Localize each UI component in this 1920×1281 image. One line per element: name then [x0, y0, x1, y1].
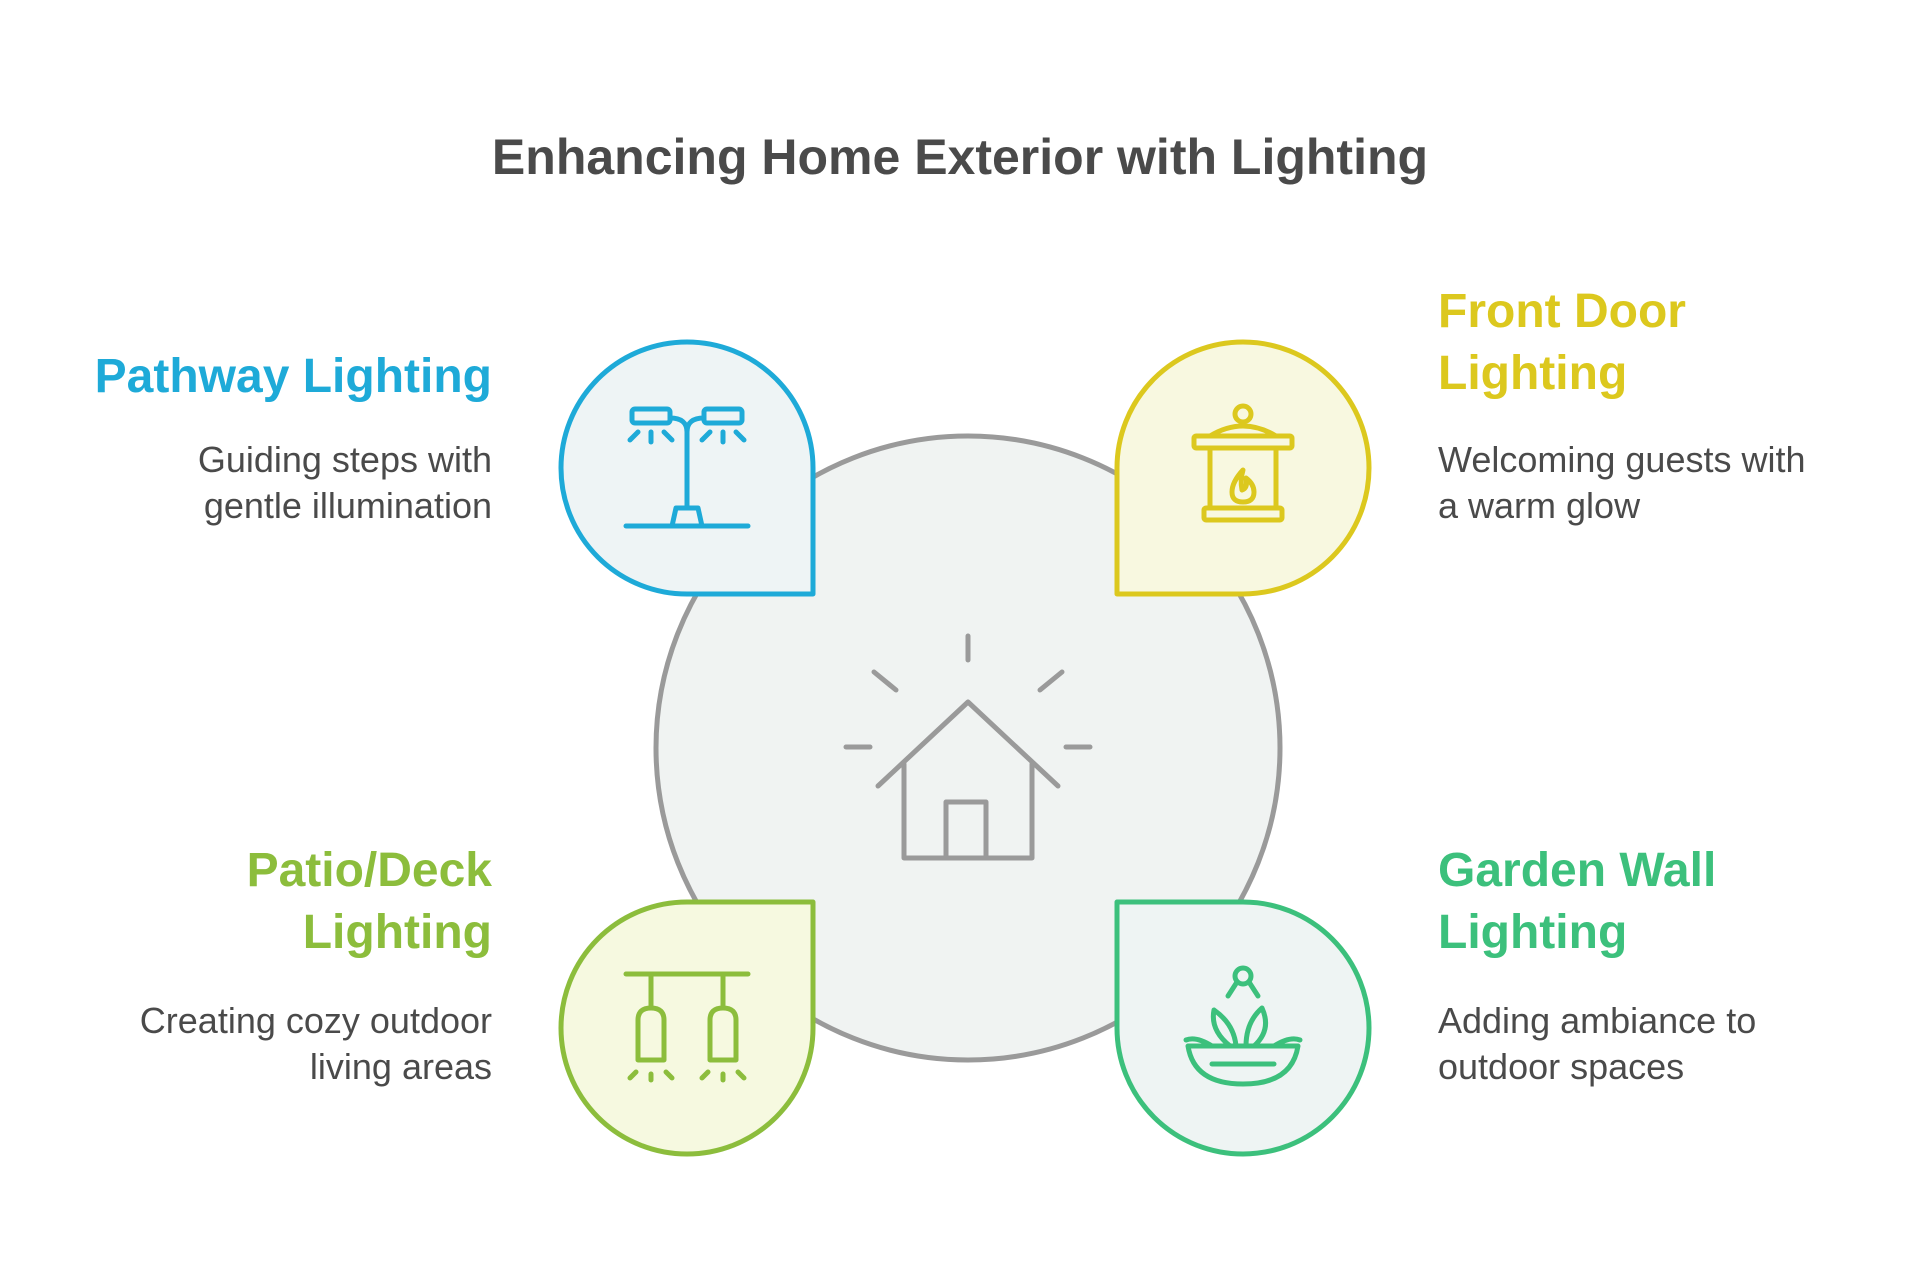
lantern-icon	[1191, 403, 1295, 523]
patio-description: Creating cozy outdoor living areas	[139, 1000, 492, 1087]
page-title: Enhancing Home Exterior with Lighting	[491, 129, 1429, 185]
garden-badge	[1114, 899, 1372, 1157]
garden-heading: Garden Wall Lighting	[1438, 844, 1717, 959]
plant-bowl-icon	[1183, 965, 1303, 1087]
garden-description: Adding ambiance to outdoor spaces	[1438, 1000, 1757, 1087]
patio-heading: Patio/Deck Lighting	[246, 844, 492, 959]
pathway-description: Guiding steps with gentle illumination	[197, 439, 492, 526]
pendant-lights-icon	[623, 971, 751, 1083]
patio-badge	[558, 899, 816, 1157]
house-icon	[843, 633, 1093, 861]
front-door-badge	[1114, 339, 1372, 597]
front-door-heading: Front Door Lighting	[1438, 285, 1686, 400]
street-lamp-icon	[623, 406, 751, 529]
pathway-badge	[558, 339, 816, 597]
front-door-description: Welcoming guests with a warm glow	[1438, 439, 1806, 526]
pathway-heading: Pathway Lighting	[94, 350, 492, 403]
